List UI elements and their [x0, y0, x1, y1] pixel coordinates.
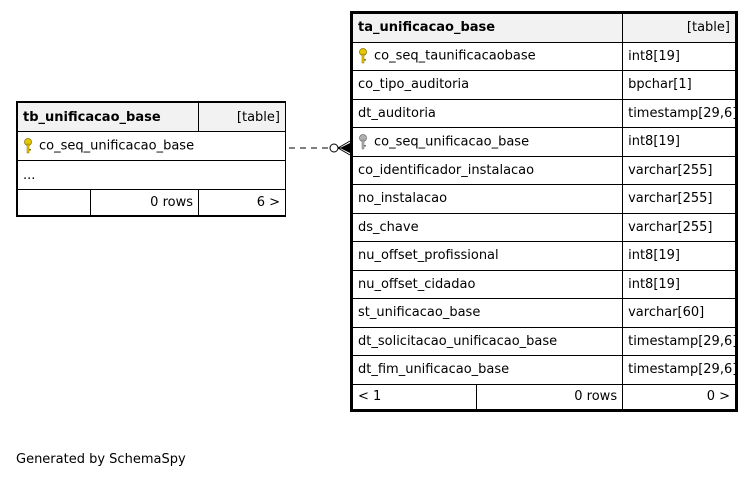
column-cell[interactable]: dt_auditoria — [351, 98, 624, 128]
table-footer: 0 rows 6 > — [17, 189, 286, 216]
column-name: co_seq_unificacao_base — [374, 134, 530, 150]
column-cell[interactable]: no_instalacao — [351, 184, 624, 214]
generated-by-label: Generated by SchemaSpy — [16, 452, 186, 467]
column-cell[interactable]: co_identificador_instalacao — [351, 155, 624, 185]
table-row: dt_solicitacao_unificacao_base timestamp[… — [351, 326, 736, 356]
column-cell[interactable]: st_unificacao_base — [351, 298, 624, 328]
column-name: nu_offset_profissional — [358, 248, 499, 264]
table-row: co_seq_unificacao_base — [17, 131, 286, 161]
column-cell[interactable]: dt_solicitacao_unificacao_base — [351, 326, 624, 356]
table-row: ... — [17, 160, 286, 190]
table-type-label: [table] — [198, 102, 286, 132]
column-cell[interactable]: co_seq_taunificacaobase — [351, 41, 624, 71]
column-type: int8[19] — [622, 241, 736, 271]
column-name: no_instalacao — [358, 191, 448, 207]
column-type: timestamp[29,6] — [622, 98, 736, 128]
relationship-crowfoot-top — [337, 140, 351, 149]
table-row: nu_offset_cidadao int8[19] — [351, 269, 736, 299]
table-tb-unificacao-base[interactable]: tb_unificacao_base [table] co_seq_unific… — [16, 101, 286, 217]
table-row: dt_auditoria timestamp[29,6] — [351, 98, 736, 128]
footer-parents — [17, 189, 91, 216]
column-name: nu_offset_cidadao — [358, 276, 476, 292]
ellipsis-cell: ... — [17, 160, 286, 190]
column-cell[interactable]: co_seq_unificacao_base — [351, 127, 624, 157]
column-type: int8[19] — [622, 127, 736, 157]
table-footer: < 1 0 rows 0 > — [352, 383, 736, 410]
table-row: co_identificador_instalacao varchar[255] — [351, 155, 736, 185]
column-name: co_seq_unificacao_base — [39, 138, 195, 154]
column-cell[interactable]: nu_offset_cidadao — [351, 269, 624, 299]
relationship-crowfoot-bottom — [337, 147, 351, 156]
table-row: dt_fim_unificacao_base timestamp[29,6] — [351, 355, 736, 385]
column-cell[interactable]: co_seq_unificacao_base — [17, 131, 286, 161]
footer-row-count: 0 rows — [475, 383, 624, 410]
primary-key-icon — [359, 48, 367, 64]
table-row: co_tipo_auditoria bpchar[1] — [351, 70, 736, 100]
column-name: st_unificacao_base — [358, 305, 481, 321]
footer-children: 0 > — [622, 383, 736, 410]
primary-key-icon — [24, 138, 32, 154]
table-name[interactable]: ta_unificacao_base — [351, 13, 624, 43]
table-header: ta_unificacao_base [table] — [351, 13, 736, 43]
column-type: varchar[60] — [622, 298, 736, 328]
table-row: no_instalacao varchar[255] — [351, 184, 736, 214]
footer-parents[interactable]: < 1 — [352, 383, 477, 410]
column-type: varchar[255] — [622, 184, 736, 214]
footer-children[interactable]: 6 > — [198, 189, 286, 216]
table-row: ds_chave varchar[255] — [351, 212, 736, 242]
column-type: bpchar[1] — [622, 70, 736, 100]
column-type: varchar[255] — [622, 155, 736, 185]
column-type: timestamp[29,6] — [622, 355, 736, 385]
table-row: co_seq_taunificacaobase int8[19] — [351, 41, 736, 71]
relationship-zero-marker — [329, 143, 339, 153]
table-ta-unificacao-base[interactable]: ta_unificacao_base [table] co_seq_taunif… — [350, 11, 738, 412]
column-name: co_seq_taunificacaobase — [374, 48, 536, 64]
table-row: st_unificacao_base varchar[60] — [351, 298, 736, 328]
column-name: dt_auditoria — [358, 105, 436, 121]
column-name: dt_solicitacao_unificacao_base — [358, 333, 558, 349]
column-cell[interactable]: ds_chave — [351, 212, 624, 242]
column-name: co_tipo_auditoria — [358, 77, 470, 93]
foreign-key-icon — [359, 133, 367, 149]
table-row: nu_offset_profissional int8[19] — [351, 241, 736, 271]
table-name[interactable]: tb_unificacao_base — [17, 102, 199, 132]
column-type: varchar[255] — [622, 212, 736, 242]
column-cell[interactable]: dt_fim_unificacao_base — [351, 355, 624, 385]
column-name: ds_chave — [358, 219, 419, 235]
column-cell[interactable]: nu_offset_profissional — [351, 241, 624, 271]
table-row: co_seq_unificacao_base int8[19] — [351, 127, 736, 157]
table-header: tb_unificacao_base [table] — [17, 102, 286, 132]
table-type-label: [table] — [622, 13, 736, 43]
column-type: int8[19] — [622, 41, 736, 71]
column-cell[interactable]: co_tipo_auditoria — [351, 70, 624, 100]
column-type: timestamp[29,6] — [622, 326, 736, 356]
column-type: int8[19] — [622, 269, 736, 299]
column-name: co_identificador_instalacao — [358, 162, 535, 178]
footer-row-count: 0 rows — [90, 189, 199, 216]
column-name: dt_fim_unificacao_base — [358, 362, 510, 378]
relationship-arrowhead — [340, 143, 350, 153]
